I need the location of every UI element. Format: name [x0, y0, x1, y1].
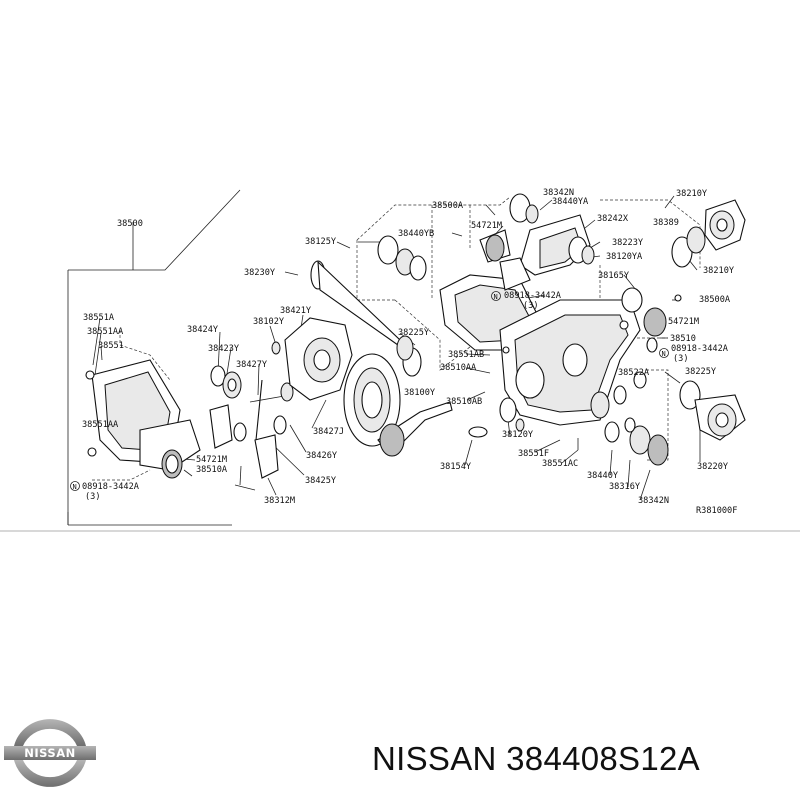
label-38551: 38551 [98, 341, 124, 351]
rear-cover-assembly [85, 359, 201, 479]
label-38421y: 38421Y [280, 306, 312, 316]
label-54721m-right: 54721M [668, 317, 699, 327]
label-38500: 38500 [117, 219, 143, 229]
label-08918-left: 08918-3442A [82, 482, 140, 492]
diagram-frame-code: R381000F [696, 506, 737, 516]
label-38342n-top: 38342N [543, 188, 574, 198]
ring-gear-and-pinion [343, 347, 488, 457]
label-38551ac: 38551AC [542, 459, 578, 469]
nissan-logo-icon: NISSAN [4, 719, 96, 787]
label-38102y: 38102Y [253, 317, 285, 327]
label-38510: 38510 [670, 334, 696, 344]
label-38510aa: 38510AA [440, 363, 477, 373]
label-38551aa-top: 38551AA [87, 327, 124, 337]
label-38125y: 38125Y [305, 237, 337, 247]
right-side-parts [590, 199, 746, 466]
label-38510a: 38510A [196, 465, 228, 475]
n-marker-left-icon: N [73, 483, 77, 491]
label-qty-right: (3) [673, 354, 689, 364]
part-number-title: NISSAN 384408S12A [372, 740, 700, 777]
label-38440y: 38440Y [587, 471, 619, 481]
label-54721m-left: 54721M [196, 455, 227, 465]
label-38210y: 38210Y [703, 266, 735, 276]
label-38551ab: 38551AB [448, 350, 484, 360]
label-38389: 38389 [653, 218, 679, 228]
label-38500a-top: 38500A [432, 201, 464, 211]
logo-wordmark: NISSAN [24, 746, 75, 760]
label-38423y: 38423Y [208, 344, 240, 354]
label-38316y: 38316Y [609, 482, 641, 492]
label-54721m-top: 54721M [471, 221, 502, 231]
label-08918-mid: 08918-3442A [504, 291, 562, 301]
label-38500a-right: 38500A [699, 295, 731, 305]
label-38242x: 38242X [597, 214, 629, 224]
label-38210y-top: 38210Y [676, 189, 708, 199]
differential-assembly [209, 317, 353, 491]
axle-shaft-left [310, 235, 427, 361]
label-38427y: 38427Y [236, 360, 268, 370]
label-38424y: 38424Y [187, 325, 219, 335]
label-08918-right: 08918-3442A [671, 344, 729, 354]
label-38440ya: 38440YA [552, 197, 589, 207]
label-qty-left: (3) [85, 492, 101, 502]
n-marker-mid-icon: N [494, 293, 498, 301]
upper-shaft-parts [479, 193, 595, 291]
label-38427j: 38427J [313, 427, 344, 437]
label-38440yb: 38440YB [398, 229, 434, 239]
label-38522a: 38522A [618, 368, 650, 378]
label-38551f: 38551F [518, 449, 549, 459]
label-38551a: 38551A [83, 313, 115, 323]
label-38510ab: 38510AB [446, 397, 482, 407]
label-38100y: 38100Y [404, 388, 436, 398]
n-markers: N N N [70, 291, 669, 491]
label-38165y: 38165Y [598, 271, 630, 281]
label-38154y: 38154Y [440, 462, 472, 472]
label-38342n-bottom: 38342N [638, 496, 669, 506]
label-38225y-left: 38225Y [398, 328, 430, 338]
label-38120y: 38120Y [502, 430, 534, 440]
label-38230y: 38230Y [244, 268, 276, 278]
diagram-frame [0, 189, 800, 532]
label-38312m: 38312M [264, 496, 295, 506]
label-38220y: 38220Y [697, 462, 729, 472]
label-qty-mid: (3) [523, 301, 539, 311]
label-38551aa-bottom: 38551AA [82, 420, 119, 430]
label-38425y: 38425Y [305, 476, 337, 486]
n-marker-right-icon: N [662, 350, 666, 358]
label-38426y: 38426Y [306, 451, 338, 461]
label-38225y-right: 38225Y [685, 367, 717, 377]
label-38223y: 38223Y [612, 238, 644, 248]
part-labels: 38500 38551A 38551AA 38551 38551AA 08918… [82, 188, 737, 516]
label-38120ya: 38120YA [606, 252, 643, 262]
